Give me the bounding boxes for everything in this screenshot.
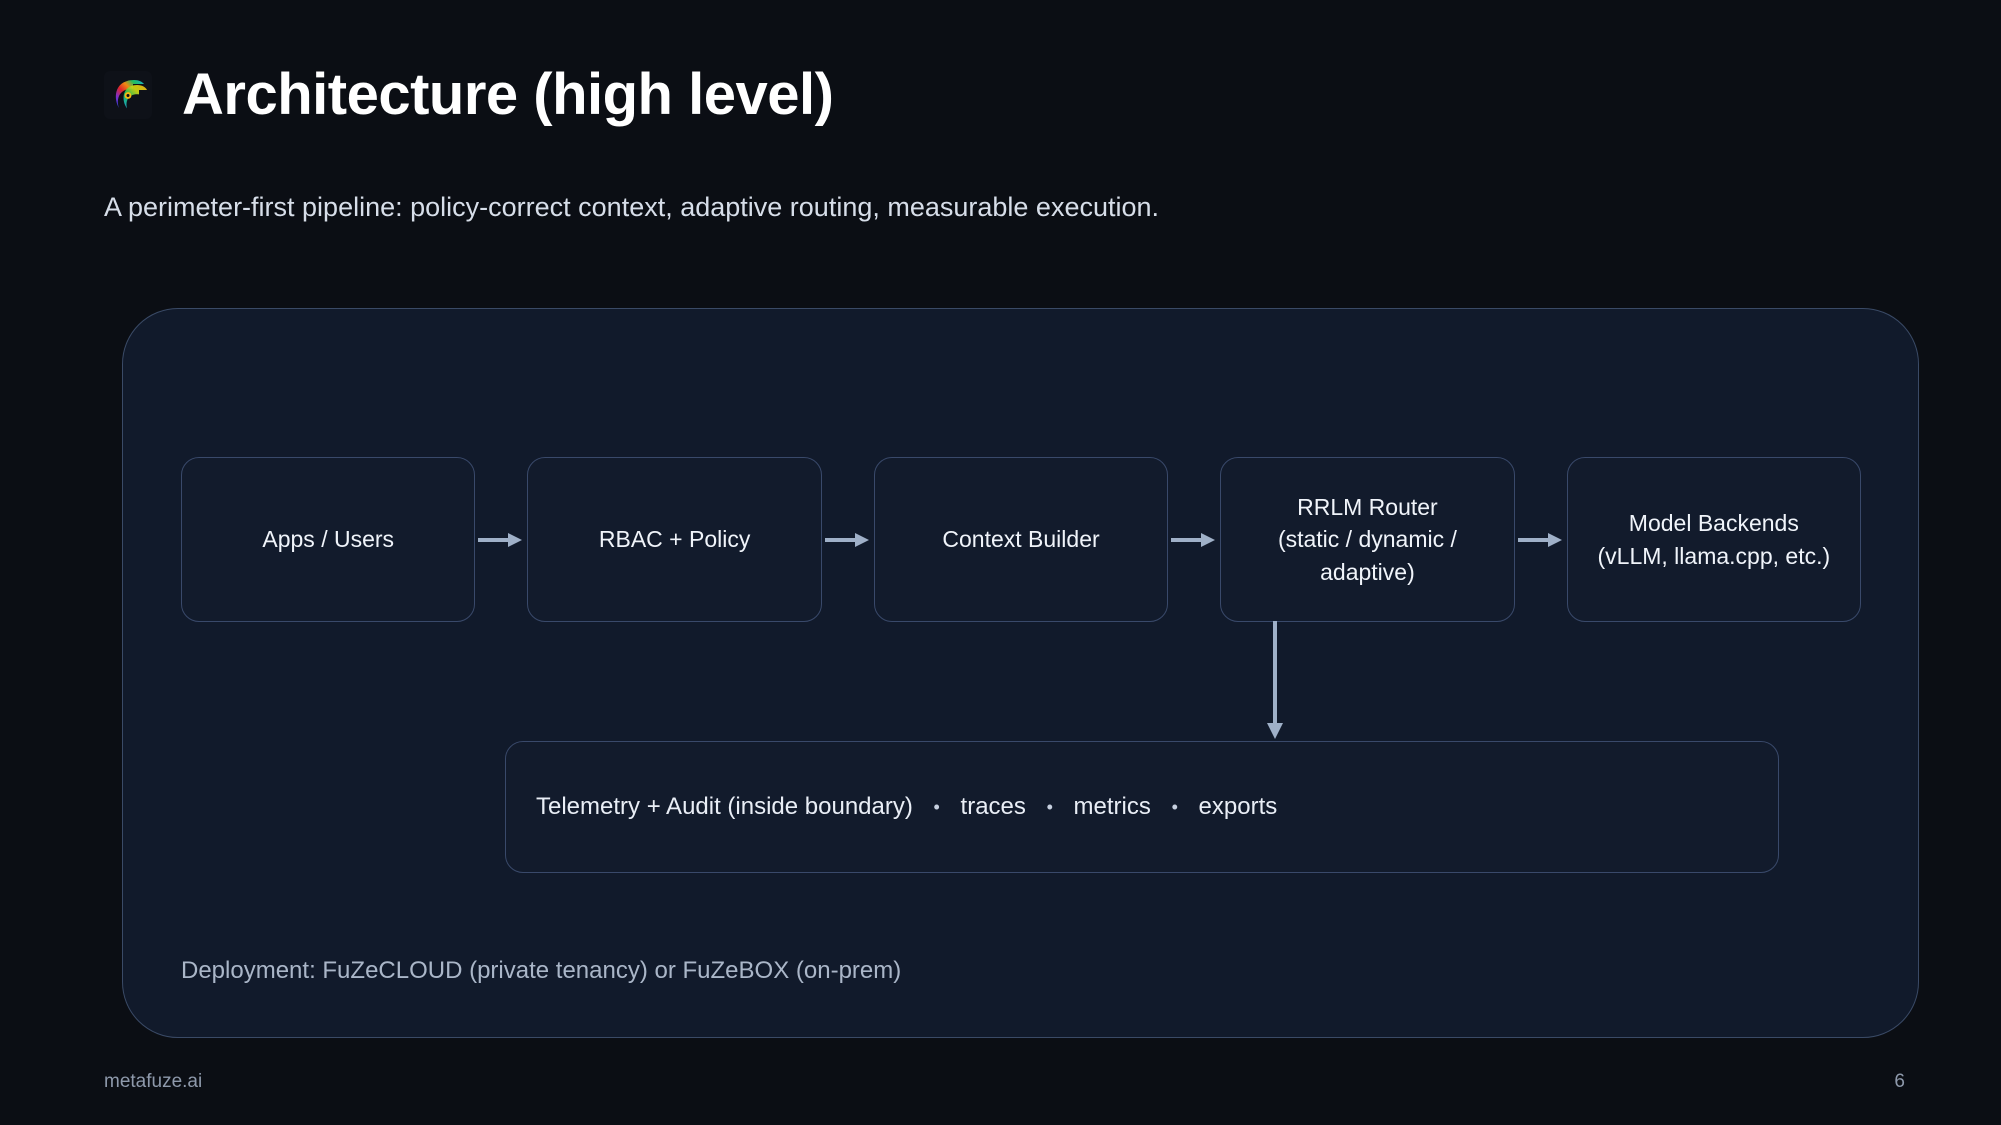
stage-box-rbac-policy[interactable]: RBAC + Policy — [527, 457, 822, 622]
bullet-separator-icon: • — [1046, 797, 1053, 818]
stage-box-model-backends[interactable]: Model Backends (vLLM, llama.cpp, etc.) — [1566, 457, 1862, 622]
stage-box-context-builder[interactable]: Context Builder — [873, 457, 1169, 622]
bullet-separator-icon: • — [933, 797, 940, 818]
fuze-f-logo-icon — [104, 71, 152, 119]
page-title: Architecture (high level) — [182, 62, 834, 127]
stage-label: Model Backends (vLLM, llama.cpp, etc.) — [1597, 509, 1831, 569]
stage-label: RRLM Router (static / dynamic / adaptive… — [1277, 493, 1457, 585]
arrow-router-to-telemetry-icon — [1267, 621, 1283, 739]
stage-label: Apps / Users — [262, 526, 395, 553]
telemetry-item-exports: exports — [1198, 793, 1278, 820]
bullet-separator-icon: • — [1171, 797, 1178, 818]
pipeline-row: Apps / Users RBAC + Policy Context Build… — [181, 457, 1862, 622]
slide-subtitle: A perimeter-first pipeline: policy-corre… — [104, 192, 1160, 222]
footer-site-label: metafuze.ai — [104, 1071, 203, 1092]
footer-page-number: 6 — [1894, 1071, 1905, 1092]
telemetry-main-label: Telemetry + Audit (inside boundary) — [536, 793, 913, 820]
stage-box-rrlm-router[interactable]: RRLM Router (static / dynamic / adaptive… — [1220, 457, 1515, 622]
stage-box-apps-users[interactable]: Apps / Users — [181, 457, 476, 622]
deployment-note: Deployment: FuZeCLOUD (private tenancy) … — [181, 957, 902, 984]
arrow-apps-to-rbac-icon — [475, 457, 527, 622]
stage-label: RBAC + Policy — [598, 526, 751, 553]
architecture-boundary-panel: Apps / Users RBAC + Policy Context Build… — [122, 308, 1919, 1038]
telemetry-item-metrics: metrics — [1073, 793, 1151, 820]
arrow-rbac-to-context-icon — [822, 457, 874, 622]
slide-header: Architecture (high level) — [104, 62, 834, 127]
stage-label: Context Builder — [942, 526, 1100, 553]
arrow-context-to-router-icon — [1168, 457, 1220, 622]
arrow-router-to-backends-icon — [1515, 457, 1567, 622]
telemetry-audit-box[interactable]: Telemetry + Audit (inside boundary) • tr… — [505, 741, 1779, 873]
telemetry-item-traces: traces — [960, 793, 1026, 820]
telemetry-text: Telemetry + Audit (inside boundary) • tr… — [536, 793, 1277, 821]
